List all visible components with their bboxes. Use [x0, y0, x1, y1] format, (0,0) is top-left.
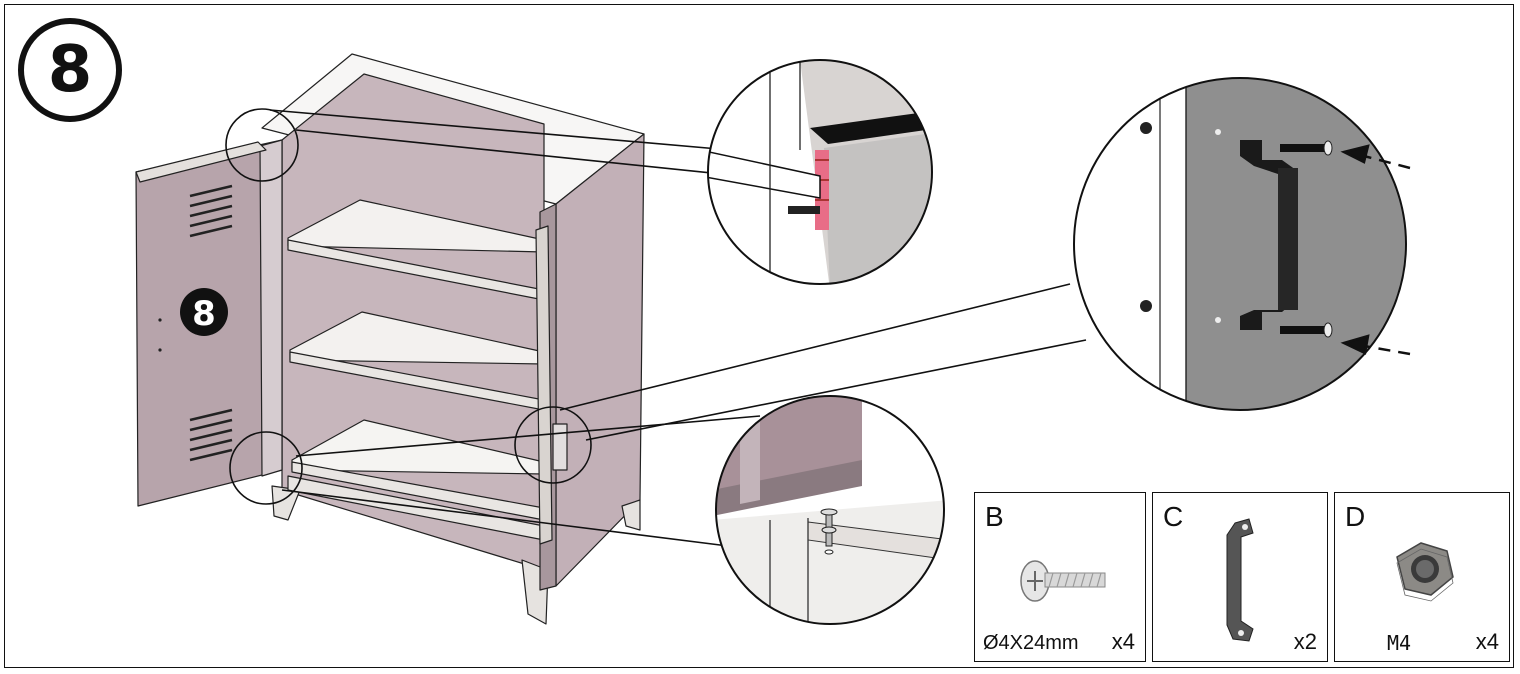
handle-bracket-icon	[1226, 518, 1254, 642]
screw-icon	[1020, 560, 1106, 602]
callout-markers	[225, 108, 592, 505]
hex-nut-icon	[1396, 542, 1454, 602]
part-spec: M4	[1387, 631, 1412, 655]
inset-top-hinge	[707, 59, 933, 285]
part-letter: B	[985, 501, 1004, 532]
part-quantity: x4	[1475, 629, 1499, 654]
door-step-number: 8	[192, 294, 216, 334]
cabinet-leg	[621, 499, 641, 531]
inset-bottom-hinge	[715, 395, 945, 625]
part-spec: Ø4X24mm	[983, 632, 1079, 654]
door-handle	[552, 423, 568, 471]
part-letter: D	[1345, 501, 1366, 532]
callout-bottom-hinge	[229, 431, 303, 505]
step-number: 8	[18, 18, 122, 122]
door-vents-bottom	[189, 408, 233, 462]
part-quantity: x4	[1111, 629, 1135, 654]
part-letter: C	[1163, 501, 1184, 532]
callout-handle	[514, 406, 592, 484]
leader-lines	[269, 109, 1087, 547]
open-door-top	[135, 141, 267, 183]
part-box-d: D M4 x4	[1334, 492, 1510, 662]
inset-handle-detail	[1073, 77, 1411, 411]
open-door-edge	[259, 139, 283, 477]
insertion-arrows	[1340, 144, 1411, 356]
cabinet	[135, 53, 645, 625]
part-quantity: x2	[1293, 629, 1317, 654]
callout-top-hinge	[225, 108, 299, 182]
part-box-c: C x2	[1152, 492, 1328, 662]
part-box-b: B Ø4X24mm x4	[974, 492, 1146, 662]
hinge-strip	[535, 225, 553, 545]
door-step-marker: 8	[180, 288, 228, 336]
diagram-frame	[4, 4, 1514, 668]
door-vents-top	[189, 184, 233, 238]
